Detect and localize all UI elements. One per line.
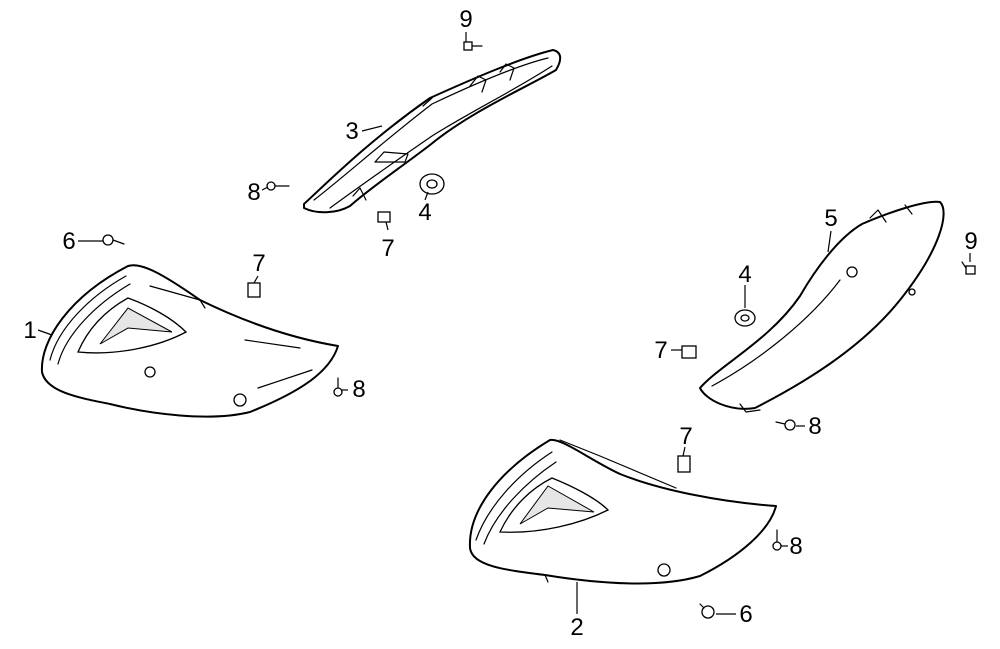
clip-icon xyxy=(247,282,261,298)
screw-icon xyxy=(333,377,343,397)
clip-icon xyxy=(677,455,691,473)
callout-7: 7 xyxy=(252,250,265,277)
callout-9: 9 xyxy=(459,6,472,33)
grommet-icon xyxy=(419,173,445,195)
callout-4: 4 xyxy=(738,261,751,288)
callout-5: 5 xyxy=(824,205,837,232)
part-5-rear-cover xyxy=(699,200,945,413)
callout-1: 1 xyxy=(23,317,36,344)
part-1-left-side-cover xyxy=(40,264,339,418)
part-2-right-side-cover xyxy=(468,438,777,585)
callout-8: 8 xyxy=(808,413,821,440)
callout-8: 8 xyxy=(247,179,260,206)
screw-icon xyxy=(266,181,290,191)
bolt-icon xyxy=(699,603,715,619)
callout-7: 7 xyxy=(654,337,667,364)
screw-icon xyxy=(775,419,796,431)
part-3-side-rail xyxy=(303,49,562,214)
bolt-icon xyxy=(463,41,483,51)
clip-icon xyxy=(681,345,697,359)
callout-4: 4 xyxy=(418,199,431,226)
leader-lines xyxy=(37,32,971,615)
screw-icon xyxy=(772,529,782,551)
callout-2: 2 xyxy=(570,614,583,641)
clip-icon xyxy=(377,211,391,223)
callout-7: 7 xyxy=(381,235,394,262)
callout-6: 6 xyxy=(739,601,752,628)
callout-6: 6 xyxy=(62,228,75,255)
callout-8: 8 xyxy=(352,376,365,403)
callout-3: 3 xyxy=(345,118,358,145)
callout-8: 8 xyxy=(789,533,802,560)
grommet-icon xyxy=(734,309,756,327)
callout-labels: 9 3 8 4 7 6 7 1 8 5 9 4 7 8 7 8 2 6 xyxy=(23,6,977,641)
callout-7: 7 xyxy=(679,423,692,450)
callout-9: 9 xyxy=(964,228,977,255)
bolt-icon xyxy=(102,234,125,246)
bolt-icon xyxy=(961,261,976,275)
